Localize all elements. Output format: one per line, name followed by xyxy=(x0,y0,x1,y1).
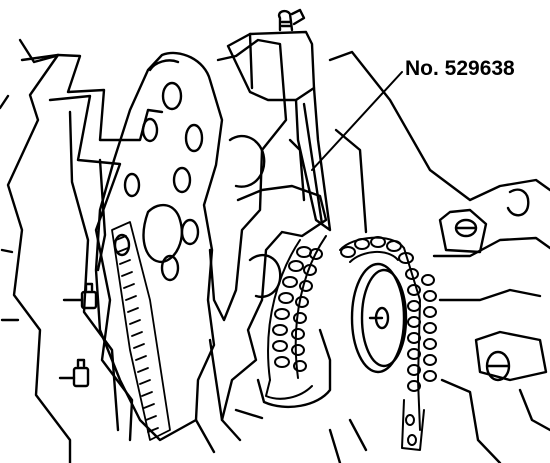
timing-chain-left-strand xyxy=(265,235,327,400)
camshaft-sprocket xyxy=(350,262,408,374)
special-tool xyxy=(226,8,332,232)
block-bolts xyxy=(58,282,98,388)
timing-chain-right-strand xyxy=(339,236,437,451)
callout-leader-line xyxy=(311,71,403,171)
cylinder-head-right xyxy=(328,50,550,463)
crank-sprocket-teeth xyxy=(111,221,171,441)
part-number-label: No. 529638 xyxy=(405,57,515,80)
chain-guide xyxy=(234,328,332,420)
crankshaft-plate xyxy=(94,51,224,442)
